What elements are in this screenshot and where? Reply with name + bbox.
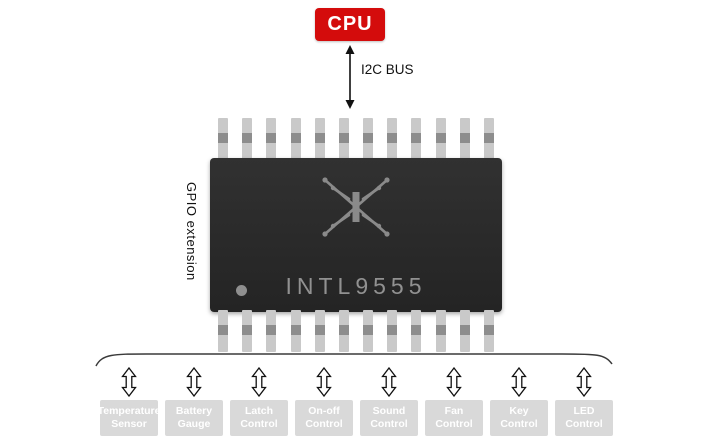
fanout-brace — [95, 353, 613, 367]
chip-pin — [314, 310, 325, 352]
peripheral-label: Control — [500, 418, 538, 430]
peripheral-label: On-off — [308, 405, 340, 417]
chip-pins-bottom — [218, 310, 494, 352]
chip-name: INTL9555 — [285, 273, 427, 299]
peripheral-label: Sensor — [111, 418, 147, 430]
chip-pin — [435, 118, 446, 160]
peripheral-box-key-control: Key Control — [490, 400, 548, 436]
peripheral-label: Control — [435, 418, 473, 430]
peripheral-label: Latch — [244, 405, 273, 417]
chip-pin — [363, 118, 374, 160]
peripheral-box-temperature-sensor: Temperature Sensor — [97, 400, 161, 436]
chip-pin — [266, 310, 277, 352]
peripheral-box-onoff-control: On-off Control — [295, 400, 353, 436]
chip-pin — [435, 310, 446, 352]
chip-pin — [483, 310, 494, 352]
peripheral-box-latch-control: Latch Control — [230, 400, 288, 436]
chip-pin — [411, 310, 422, 352]
updown-arrow-icon — [511, 367, 527, 397]
pin1-indicator-dot — [236, 285, 247, 296]
chip-pins-top — [218, 118, 494, 160]
chip-body: INTL9555 — [210, 158, 502, 312]
peripheral-label: Key — [509, 405, 529, 417]
peripheral-box-fan-control: Fan Control — [425, 400, 483, 436]
chip-pin — [483, 118, 494, 160]
chip-pin — [242, 118, 253, 160]
gpio-extension-label: GPIO extension — [184, 182, 199, 281]
chip-pin — [338, 310, 349, 352]
chip-pin — [387, 118, 398, 160]
chip-pin — [218, 118, 228, 160]
i2c-bus-label: I2C BUS — [361, 62, 414, 77]
peripheral-label: Control — [240, 418, 278, 430]
chip-pin — [338, 118, 349, 160]
updown-arrow-icon — [121, 367, 137, 397]
peripheral-label: Control — [305, 418, 343, 430]
peripheral-box-sound-control: Sound Control — [360, 400, 418, 436]
peripheral-label: Battery — [175, 405, 213, 417]
i2c-bus-arrow-icon — [345, 45, 355, 109]
chip-pin — [242, 310, 253, 352]
chip-pin — [411, 118, 422, 160]
updown-arrow-icon — [251, 367, 267, 397]
peripheral-label: LED — [573, 405, 595, 417]
peripheral-box-battery-gauge: Battery Gauge — [165, 400, 223, 436]
peripheral-label: Gauge — [177, 418, 211, 430]
peripheral-label: Sound — [372, 405, 406, 417]
updown-arrow-icon — [381, 367, 397, 397]
peripheral-label: Fan — [444, 405, 464, 417]
peripheral-label: Control — [370, 418, 408, 430]
peripheral-label: Temperature — [97, 405, 161, 417]
updown-arrow-icon — [576, 367, 592, 397]
chip-pin — [290, 310, 301, 352]
updown-arrow-icon — [316, 367, 332, 397]
chip-pin — [218, 310, 228, 352]
cpu-label: CPU — [327, 13, 373, 35]
peripheral-label: Control — [565, 418, 603, 430]
chip-pin — [459, 118, 470, 160]
chip-pin — [290, 118, 301, 160]
chip-pin — [387, 310, 398, 352]
chip-pin — [363, 310, 374, 352]
chip-pin — [266, 118, 277, 160]
chip-pin — [459, 310, 470, 352]
cpu-box: CPU — [315, 8, 385, 41]
chip-pin — [314, 118, 325, 160]
peripheral-box-led-control: LED Control — [555, 400, 613, 436]
updown-arrow-icon — [446, 367, 462, 397]
chip-logo-icon — [322, 177, 390, 237]
updown-arrow-icon — [186, 367, 202, 397]
